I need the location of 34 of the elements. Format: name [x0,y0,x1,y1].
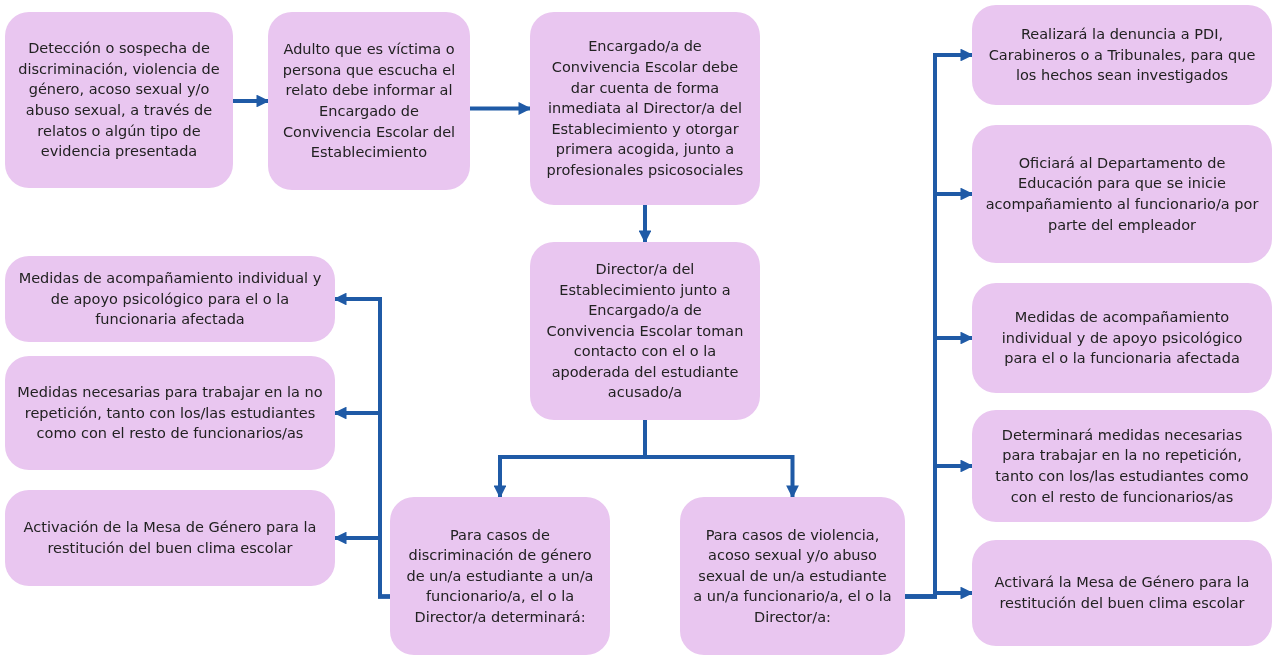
box-text: Oficiará al Departamento de Educación para que se inicie acompañamiento al funcionario/a por parte del empleador [984,153,1260,235]
arrow [638,205,652,244]
process-box [972,5,1272,105]
box-text: Detección o sospecha de discriminación, violencia de género, acoso sexual y/o abuso sexual, a través de relatos o algún tipo de evidencia presentada [17,39,221,162]
box-text: Activará la Mesa de Género para la restitución del buen clima escolar [993,573,1251,613]
box-text: Encargado/a de Convivencia Escolar debe dar cuenta de forma inmediata al Director/a del Establecimiento y otorgar primera acogida, junto a profesionales psicosociales [545,37,745,180]
arrow [333,531,390,599]
process-box [268,12,470,190]
process-box [530,12,760,205]
arrow [643,420,799,499]
box-text: Para casos de discriminación de género de un/a estudiante a un/a funcionario/a, el o la Director/a determinará: [405,525,595,627]
box-text: Activación de la Mesa de Género para la restitución del buen clima escolar [22,518,318,558]
process-box [5,490,335,586]
process-box [5,256,335,342]
process-box [972,410,1272,522]
process-box [5,356,335,470]
box-text: Para casos de violencia, acoso sexual y/o abuso sexual de un/a estudiante a un/a funcionario/a, el o la Director/a: [692,525,893,627]
arrow [905,586,974,600]
process-box [5,12,233,188]
box-text: Adulto que es víctima o persona que escucha el relato debe informar al Encargado de Convivencia Escolar del Establecimiento [281,40,457,163]
box-text: Medidas necesarias para trabajar en la no repetición, tanto con los/las estudiantes como con el resto de funcionarios/as [17,383,323,444]
box-text: Determinará medidas necesarias para trabajar en la no repetición, tanto con los/las estudiantes como con el resto de funcionarios/as [994,425,1250,507]
box-text: Realizará la denuncia a PDI, Carabineros o a Tribunales, para que los hechos sean investigados [987,25,1257,86]
process-box [972,283,1272,393]
arrow [233,94,270,108]
arrow [470,102,532,115]
process-box [680,497,905,655]
box-text: Medidas de acompañamiento individual y de apoyo psicológico para el o la funcionaria afectada [1000,308,1244,369]
process-box [972,540,1272,646]
process-box [530,242,760,420]
box-text: Medidas de acompañamiento individual y de apoyo psicológico para el o la funcionaria afectada [17,269,323,330]
box-text: Director/a del Establecimiento junto a Encargado/a de Convivencia Escolar toman contacto con el o la apoderada del estudiante acusado/a [545,259,745,403]
process-box [972,125,1272,263]
process-box [390,497,610,655]
